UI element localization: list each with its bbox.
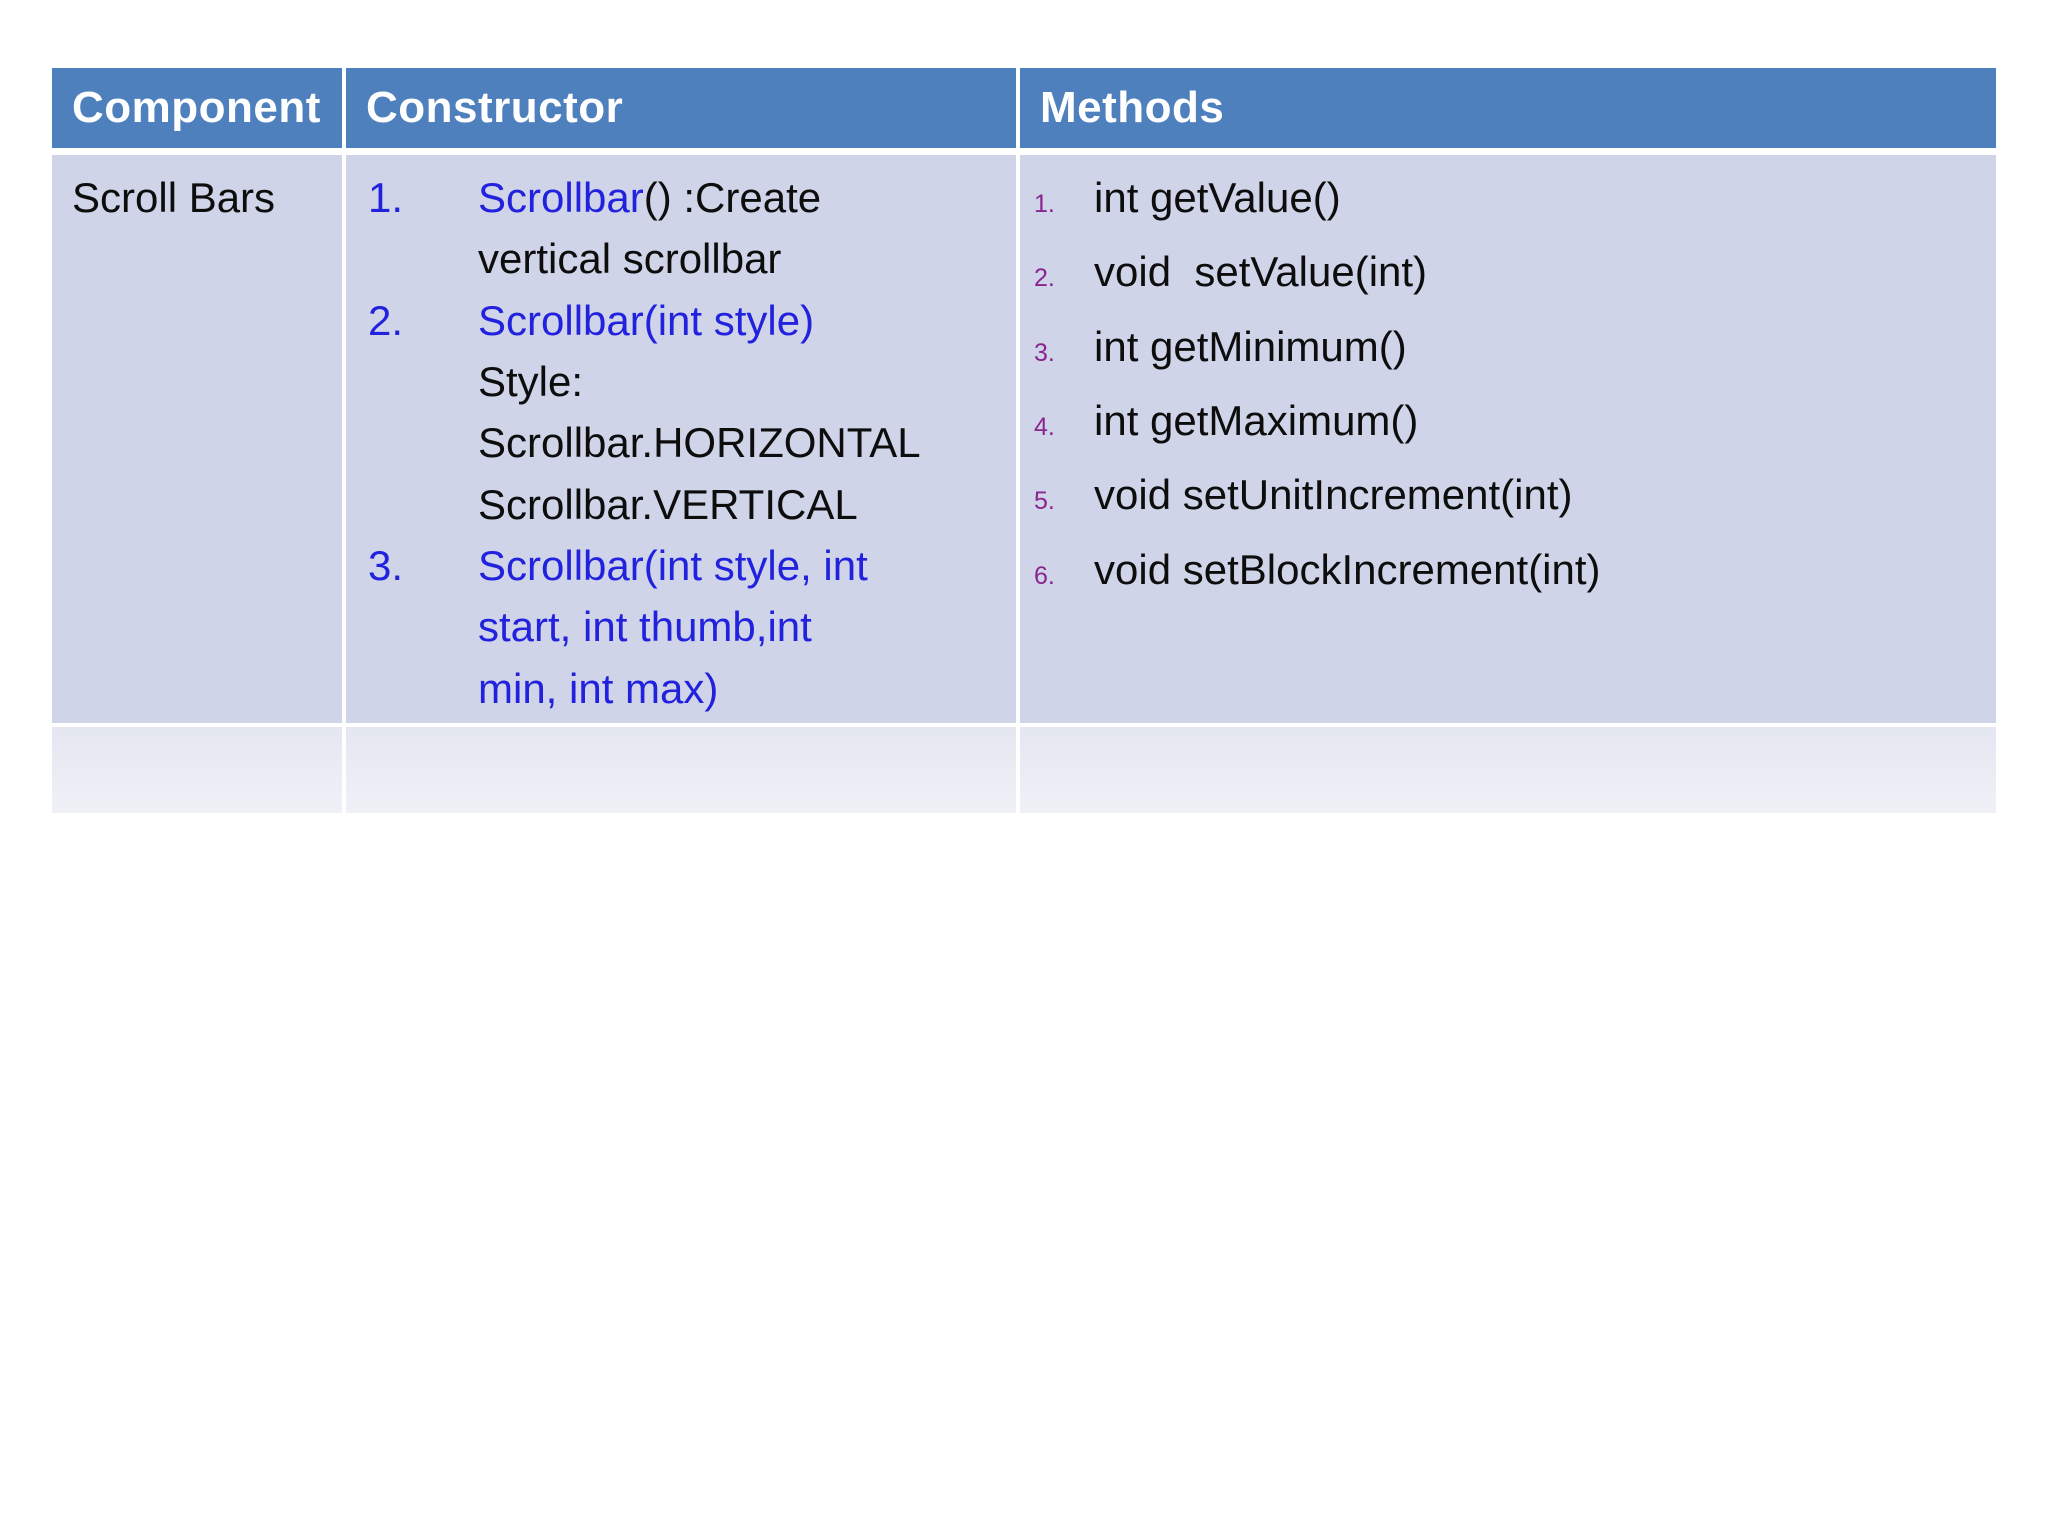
constructor-3-signature-line1: Scrollbar(int style, int bbox=[478, 541, 868, 589]
method-item-2-number: 2. bbox=[1034, 264, 1055, 293]
constructor-2-style-label: Style: bbox=[478, 357, 584, 405]
constructor-item-2-text: Scrollbar(int style) Style: Scrollbar.HORI… bbox=[478, 290, 1016, 535]
constructor-item-2-number: 2. bbox=[368, 296, 404, 344]
method-item-1-text: int getValue() bbox=[1094, 174, 1341, 221]
constructor-2-style-horizontal: Scrollbar.HORIZONTAL bbox=[478, 419, 921, 467]
header-label-component: Component bbox=[72, 83, 321, 132]
method-item-6: 6. void setBlockIncrement(int) bbox=[1020, 539, 1996, 600]
method-item-4: 4. int getMaximum() bbox=[1020, 390, 1996, 451]
method-item-1: 1. int getValue() bbox=[1020, 167, 1996, 228]
constructor-1-description-line2: vertical scrollbar bbox=[478, 235, 782, 283]
header-cell-constructor: Constructor bbox=[346, 68, 1016, 148]
constructor-1-description: () :Create bbox=[643, 174, 822, 221]
header-label-constructor: Constructor bbox=[366, 83, 624, 132]
awt-scrollbar-table: Component Constructor Methods Scroll Bar… bbox=[52, 68, 1996, 813]
method-item-3-number: 3. bbox=[1034, 338, 1055, 367]
method-item-5-text: void setUnitIncrement(int) bbox=[1094, 471, 1573, 519]
component-name: Scroll Bars bbox=[72, 174, 276, 221]
header-label-methods: Methods bbox=[1040, 83, 1225, 132]
method-item-5: 5. void setUnitIncrement(int) bbox=[1020, 464, 1996, 525]
constructor-2-signature: Scrollbar(int style) bbox=[478, 296, 815, 344]
method-item-6-text: void setBlockIncrement(int) bbox=[1094, 545, 1601, 593]
constructor-item-1: 1. Scrollbar() :Create vertical scrollbar bbox=[346, 167, 1016, 290]
method-item-6-number: 6. bbox=[1034, 561, 1055, 590]
method-item-2: 2. void setValue(int) bbox=[1020, 241, 1996, 302]
header-cell-methods: Methods bbox=[1020, 68, 1996, 148]
constructor-1-signature: Scrollbar bbox=[478, 174, 644, 221]
method-item-1-number: 1. bbox=[1034, 190, 1055, 218]
header-cell-component: Component bbox=[52, 68, 342, 148]
cell-methods: 1. int getValue() 2. void setValue(int) … bbox=[1020, 155, 1996, 723]
constructor-item-1-number: 1. bbox=[368, 174, 404, 221]
constructor-item-2: 2. Scrollbar(int style) Style: Scrollbar.H… bbox=[346, 290, 1016, 535]
empty-row-cell-constructor bbox=[346, 727, 1016, 813]
constructor-3-signature-line2: start, int thumb,int bbox=[478, 603, 812, 651]
constructor-item-3-number: 3. bbox=[368, 541, 404, 589]
empty-row-cell-methods bbox=[1020, 727, 1996, 813]
cell-component: Scroll Bars bbox=[52, 155, 342, 723]
constructor-item-3: 3. Scrollbar(int style, int start, int th… bbox=[346, 535, 1016, 719]
empty-row-cell-component bbox=[52, 727, 342, 813]
constructor-item-1-text: Scrollbar() :Create vertical scrollbar bbox=[478, 167, 1016, 290]
method-item-5-number: 5. bbox=[1034, 487, 1055, 516]
method-item-3-text: int getMinimum() bbox=[1094, 322, 1407, 370]
constructor-2-style-vertical: Scrollbar.VERTICAL bbox=[478, 480, 858, 528]
method-item-2-text: void setValue(int) bbox=[1094, 248, 1428, 296]
constructor-3-signature-line3: min, int max) bbox=[478, 664, 719, 712]
method-item-3: 3. int getMinimum() bbox=[1020, 316, 1996, 377]
cell-constructor: 1. Scrollbar() :Create vertical scrollbar… bbox=[346, 155, 1016, 723]
constructor-item-3-text: Scrollbar(int style, int start, int thumb… bbox=[478, 535, 1016, 719]
method-item-4-number: 4. bbox=[1034, 412, 1055, 441]
method-item-4-text: int getMaximum() bbox=[1094, 396, 1419, 444]
